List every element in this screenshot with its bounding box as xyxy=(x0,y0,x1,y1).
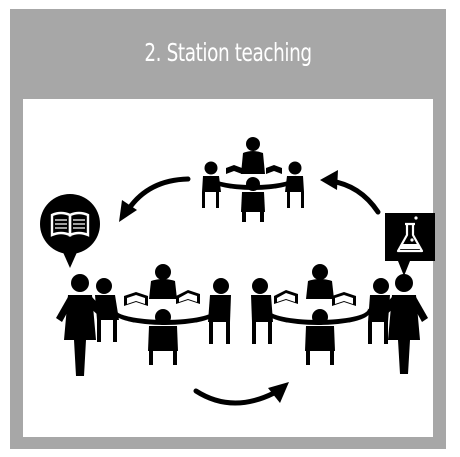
flask-icon xyxy=(396,216,424,253)
teacher-right xyxy=(380,274,428,374)
right-station-group xyxy=(251,264,390,365)
book-bubble-group xyxy=(40,194,100,268)
page-title: 2. Station teaching xyxy=(144,37,312,67)
teacher-left xyxy=(56,274,104,376)
top-station-group xyxy=(202,137,304,222)
card-header: 2. Station teaching xyxy=(10,9,446,95)
left-station-group xyxy=(95,264,231,365)
flask-bubble-group xyxy=(385,213,435,276)
arrow-left-icon xyxy=(119,176,191,222)
book-icon xyxy=(50,211,90,237)
arrow-right-icon xyxy=(320,170,381,215)
illustration-panel xyxy=(23,99,433,437)
arrow-bottom-icon xyxy=(193,382,289,406)
